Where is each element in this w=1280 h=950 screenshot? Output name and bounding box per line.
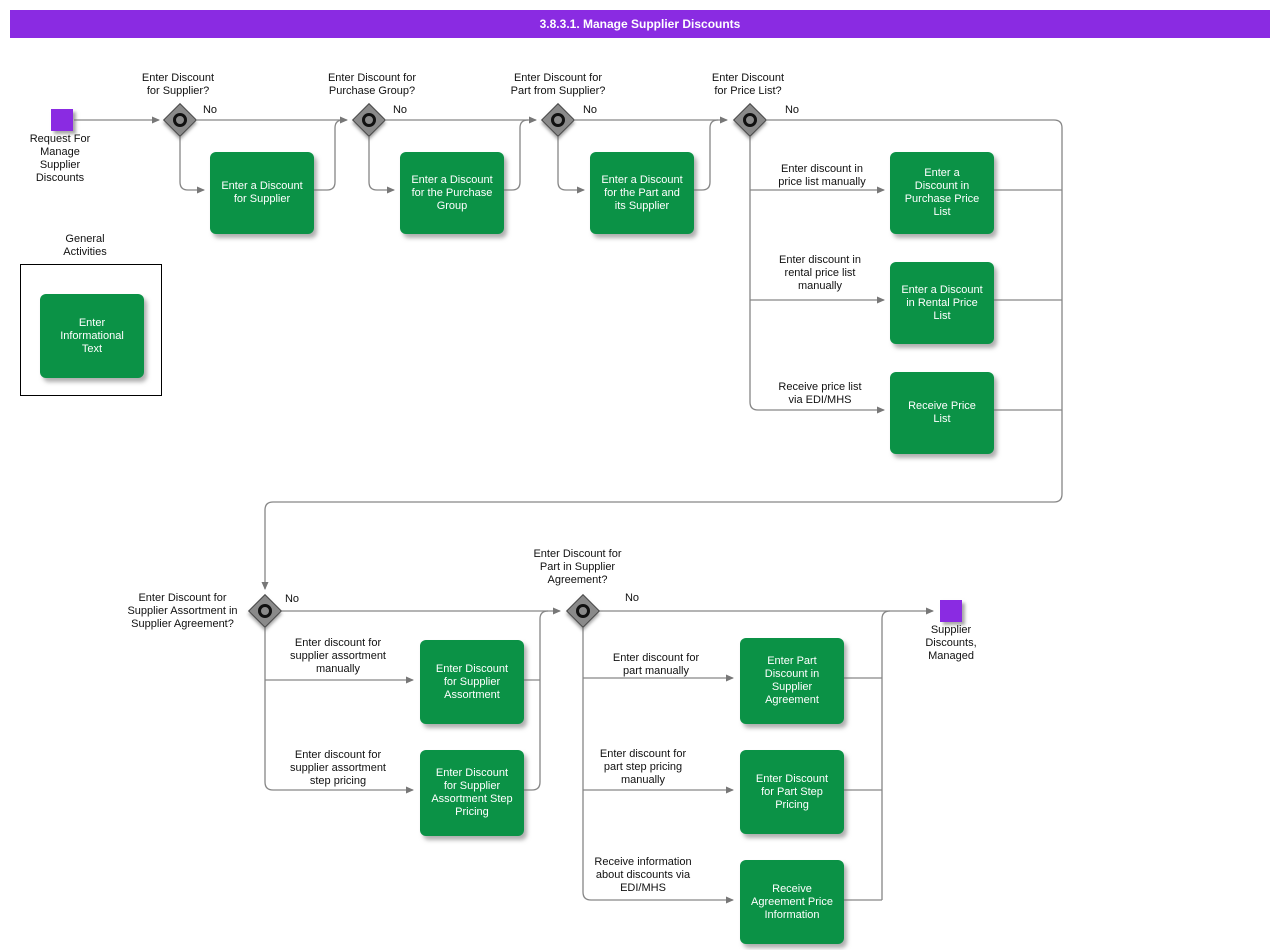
activity-enter-discount-supplier-assortment[interactable]: Enter Discount for Supplier Assortment: [420, 640, 524, 724]
decision-discount-for-price-list: [733, 103, 767, 137]
edge-label-assortment-step-pricing: Enter discount for supplier assortment s…: [290, 749, 386, 787]
no-edge-label: No: [624, 592, 640, 604]
decision-ring-icon: [173, 113, 187, 127]
decision-question: Enter Discount for Price List?: [711, 72, 785, 97]
activity-enter-informational-text[interactable]: Enter Informational Text: [40, 294, 144, 378]
activity-enter-discount-part-supplier[interactable]: Enter a Discount for the Part and its Su…: [590, 152, 694, 234]
edge-label-assortment-manually: Enter discount for supplier assortment m…: [290, 637, 386, 675]
edge-label-part-step-pricing-manually: Enter discount for part step pricing man…: [599, 748, 687, 786]
decision-question: Enter Discount for Part in Supplier Agre…: [533, 548, 622, 586]
activity-enter-discount-for-supplier[interactable]: Enter a Discount for Supplier: [210, 152, 314, 234]
decision-ring-icon: [743, 113, 757, 127]
decision-ring-icon: [258, 604, 272, 618]
activity-enter-discount-purchase-group[interactable]: Enter a Discount for the Purchase Group: [400, 152, 504, 234]
decision-question: Enter Discount for Purchase Group?: [327, 72, 417, 97]
edge-label-receive-price-list-edi: Receive price list via EDI/MHS: [778, 381, 862, 406]
edge-label-receive-info-edi: Receive information about discounts via …: [594, 856, 692, 894]
decision-discount-for-supplier: [163, 103, 197, 137]
decision-discount-part-in-agreement: [566, 594, 600, 628]
activity-receive-agreement-price-info[interactable]: Receive Agreement Price Information: [740, 860, 844, 944]
decision-ring-icon: [362, 113, 376, 127]
no-edge-label: No: [202, 104, 218, 116]
decision-ring-icon: [551, 113, 565, 127]
activity-enter-discount-purchase-price-list[interactable]: Enter a Discount in Purchase Price List: [890, 152, 994, 234]
no-edge-label: No: [392, 104, 408, 116]
start-event-label: Request For Manage Supplier Discounts: [29, 133, 91, 184]
general-activities-title: General Activities: [63, 233, 107, 258]
edge-label-rental-price-list: Enter discount in rental price list manu…: [779, 254, 861, 292]
decision-discount-supplier-assortment: [248, 594, 282, 628]
edge-label-part-manually: Enter discount for part manually: [612, 652, 700, 677]
decision-question: Enter Discount for Supplier?: [141, 72, 215, 97]
diagram-title-bar: 3.8.3.1. Manage Supplier Discounts: [10, 10, 1270, 38]
diagram-title: 3.8.3.1. Manage Supplier Discounts: [539, 17, 741, 31]
activity-enter-part-discount-agreement[interactable]: Enter Part Discount in Supplier Agreemen…: [740, 638, 844, 724]
decision-question: Enter Discount for Supplier Assortment i…: [127, 592, 238, 630]
no-edge-label: No: [784, 104, 800, 116]
decision-ring-icon: [576, 604, 590, 618]
decision-discount-for-part-from-supplier: [541, 103, 575, 137]
activity-enter-discount-part-step-pricing[interactable]: Enter Discount for Part Step Pricing: [740, 750, 844, 834]
end-event-label: Supplier Discounts, Managed: [925, 624, 977, 662]
start-event: [51, 109, 73, 131]
decision-question: Enter Discount for Part from Supplier?: [510, 72, 606, 97]
no-edge-label: No: [284, 593, 300, 605]
activity-enter-discount-rental-price-list[interactable]: Enter a Discount in Rental Price List: [890, 262, 994, 344]
no-edge-label: No: [582, 104, 598, 116]
decision-discount-for-purchase-group: [352, 103, 386, 137]
end-event: [940, 600, 962, 622]
activity-receive-price-list[interactable]: Receive Price List: [890, 372, 994, 454]
edge-label-price-list-manually: Enter discount in price list manually: [778, 163, 866, 188]
activity-enter-discount-assortment-step-pricing[interactable]: Enter Discount for Supplier Assortment S…: [420, 750, 524, 836]
